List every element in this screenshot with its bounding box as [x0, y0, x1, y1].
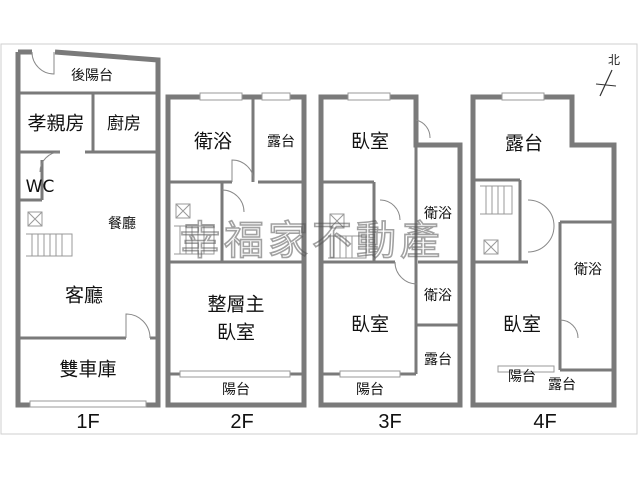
room-label: 露台 [548, 377, 576, 393]
room-label: 客廳 [65, 285, 103, 307]
room-label: 後陽台 [71, 68, 113, 84]
room-label: 臥室 [351, 314, 389, 336]
plan-frame [0, 43, 638, 435]
room-label: 陽台 [222, 382, 250, 398]
room-label: 陽台 [508, 369, 536, 385]
room-label: 臥室 [503, 314, 541, 336]
room-label: 陽台 [356, 382, 384, 398]
floor-label: 4F [533, 411, 556, 433]
room-label: 露台 [267, 134, 295, 150]
watermark: 幸福家不動產 [180, 218, 444, 264]
room-label: 衛浴 [574, 262, 602, 278]
room-label: 露台 [505, 133, 543, 155]
floor-label: 1F [76, 411, 99, 433]
room-label: 臥室 [351, 131, 389, 153]
floor-1f-plan [15, 49, 161, 408]
north-arrow-icon: 北 [595, 53, 620, 97]
compass-label: 北 [608, 53, 620, 67]
room-label: 衛浴 [424, 288, 452, 304]
room-label: 露台 [424, 352, 452, 368]
room-label: WC [26, 177, 55, 197]
floor-label: 2F [230, 411, 253, 433]
room-label: 雙車庫 [59, 359, 116, 381]
floor-4f-plan [470, 92, 617, 408]
floor-3f-plan [318, 92, 463, 408]
room-label: 孝親房 [27, 113, 84, 135]
floor-label: 3F [378, 411, 401, 433]
room-label: 整層主 [207, 294, 264, 316]
room-label: 廚房 [107, 113, 141, 134]
floor-2f-plan [165, 92, 307, 408]
room-label: 餐廳 [108, 215, 136, 232]
room-label: 衛浴 [424, 206, 452, 222]
room-label: 臥室 [217, 322, 255, 344]
room-label: 衛浴 [194, 131, 232, 153]
